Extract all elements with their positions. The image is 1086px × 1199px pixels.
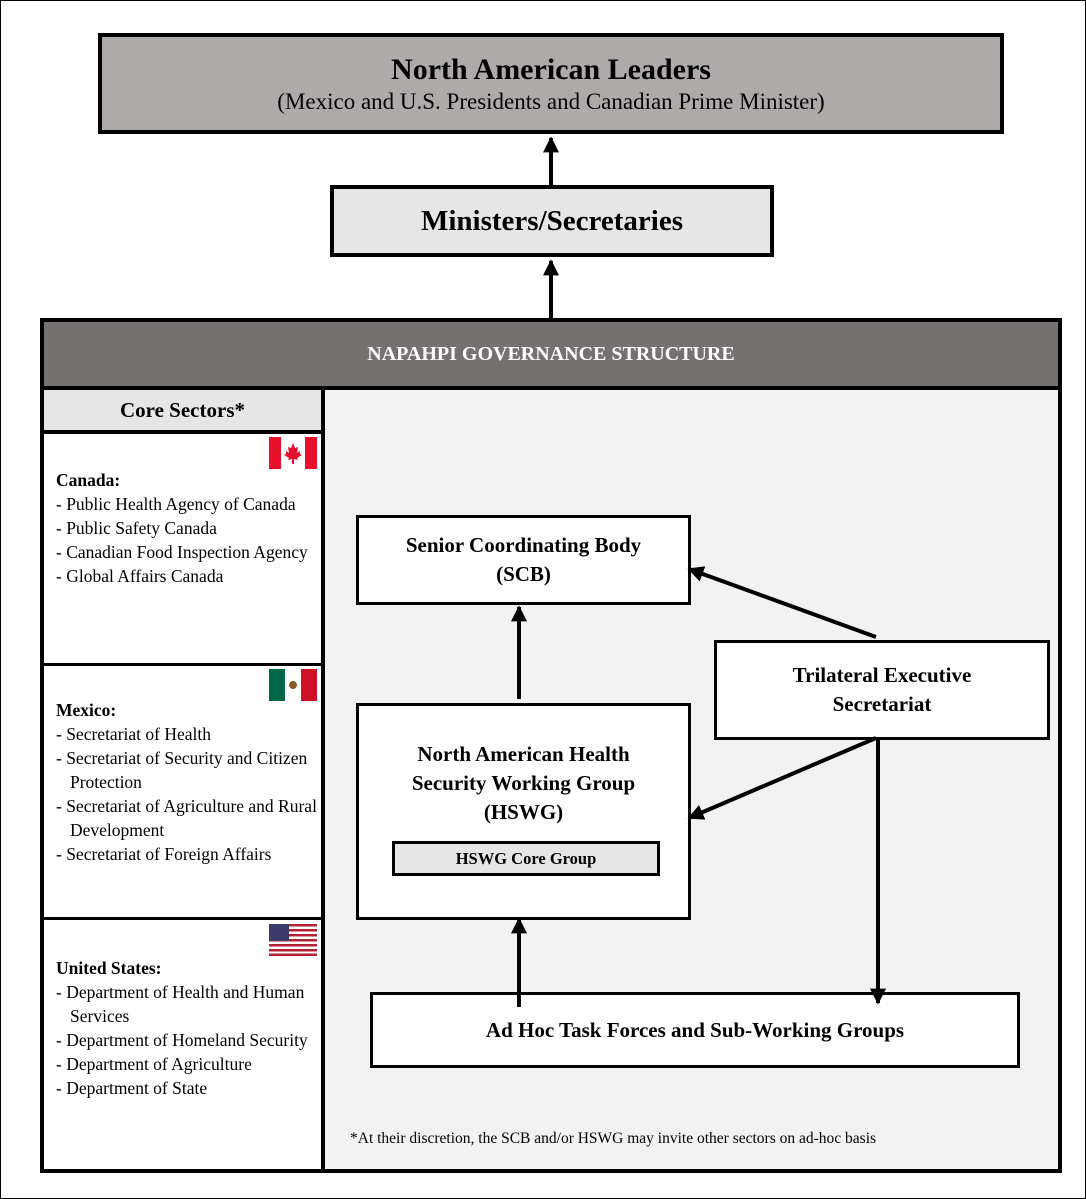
hswg-line2: Security Working Group xyxy=(411,771,636,795)
hswg-box: North American Health Security Working G… xyxy=(356,703,691,920)
list-item: - Department of Homeland Security xyxy=(56,1030,308,1050)
canada-section: Canada: - Public Health Agency of Canada… xyxy=(44,468,321,588)
ministers-label: Ministers/Secretaries xyxy=(421,204,683,237)
tes-line2: Secretariat xyxy=(832,692,932,716)
list-item: - Canadian Food Inspection Agency xyxy=(56,542,308,562)
list-item: - Public Health Agency of Canada xyxy=(56,494,296,514)
country-name: Canada: xyxy=(56,470,121,490)
core-sectors-column: Core Sectors* Canada: - Public Health Ag… xyxy=(44,390,325,1169)
adhoc-label: Ad Hoc Task Forces and Sub-Working Group… xyxy=(485,1017,905,1042)
section-divider xyxy=(44,663,321,666)
hswg-core-group-box: HSWG Core Group xyxy=(392,841,660,876)
hswg-core-group-label: HSWG Core Group xyxy=(455,849,597,868)
list-item: - Secretariat of Security and Citizen Pr… xyxy=(56,748,308,792)
trilateral-executive-secretariat-box: Trilateral Executive Secretariat xyxy=(714,640,1050,740)
core-sectors-heading: Core Sectors* xyxy=(44,390,321,434)
list-item: - Department of Agriculture xyxy=(56,1054,252,1074)
list-item: - Global Affairs Canada xyxy=(56,566,224,586)
country-name: Mexico: xyxy=(56,700,117,720)
list-item: - Department of State xyxy=(56,1078,208,1098)
senior-coordinating-body-box: Senior Coordinating Body (SCB) xyxy=(356,515,691,605)
governance-header: NAPAHPI GOVERNANCE STRUCTURE xyxy=(44,322,1058,390)
ministers-secretaries-box: Ministers/Secretaries xyxy=(330,185,774,257)
scb-line2: (SCB) xyxy=(496,562,551,586)
list-item: - Secretariat of Foreign Affairs xyxy=(56,844,272,864)
north-american-leaders-box: North American Leaders (Mexico and U.S. … xyxy=(98,33,1004,134)
united-states-section: United States: - Department of Health an… xyxy=(44,956,321,1100)
hswg-line1: North American Health xyxy=(417,742,630,766)
leaders-title: North American Leaders xyxy=(391,52,711,86)
ad-hoc-task-forces-box: Ad Hoc Task Forces and Sub-Working Group… xyxy=(370,992,1020,1068)
mexico-flag-icon xyxy=(269,669,317,701)
tes-line1: Trilateral Executive xyxy=(792,663,972,687)
list-item: - Secretariat of Health xyxy=(56,724,211,744)
leaders-subtitle: (Mexico and U.S. Presidents and Canadian… xyxy=(277,88,825,114)
governance-header-text: NAPAHPI GOVERNANCE STRUCTURE xyxy=(367,342,735,365)
list-item: - Secretariat of Agriculture and Rural D… xyxy=(56,796,317,840)
footnote: *At their discretion, the SCB and/or HSW… xyxy=(350,1130,877,1147)
mexico-section: Mexico: - Secretariat of Health - Secret… xyxy=(44,698,321,866)
list-item: - Public Safety Canada xyxy=(56,518,217,538)
section-divider xyxy=(44,917,321,920)
hswg-line3: (HSWG) xyxy=(483,800,564,824)
scb-line1: Senior Coordinating Body xyxy=(405,533,642,557)
country-name: United States: xyxy=(56,958,162,978)
canada-flag-icon xyxy=(269,437,317,469)
list-item: - Department of Health and Human Service… xyxy=(56,982,305,1026)
core-sectors-label: Core Sectors* xyxy=(120,397,245,422)
napahpi-governance-panel: NAPAHPI GOVERNANCE STRUCTURE Core Sector… xyxy=(40,318,1062,1173)
usa-flag-icon xyxy=(269,924,317,956)
